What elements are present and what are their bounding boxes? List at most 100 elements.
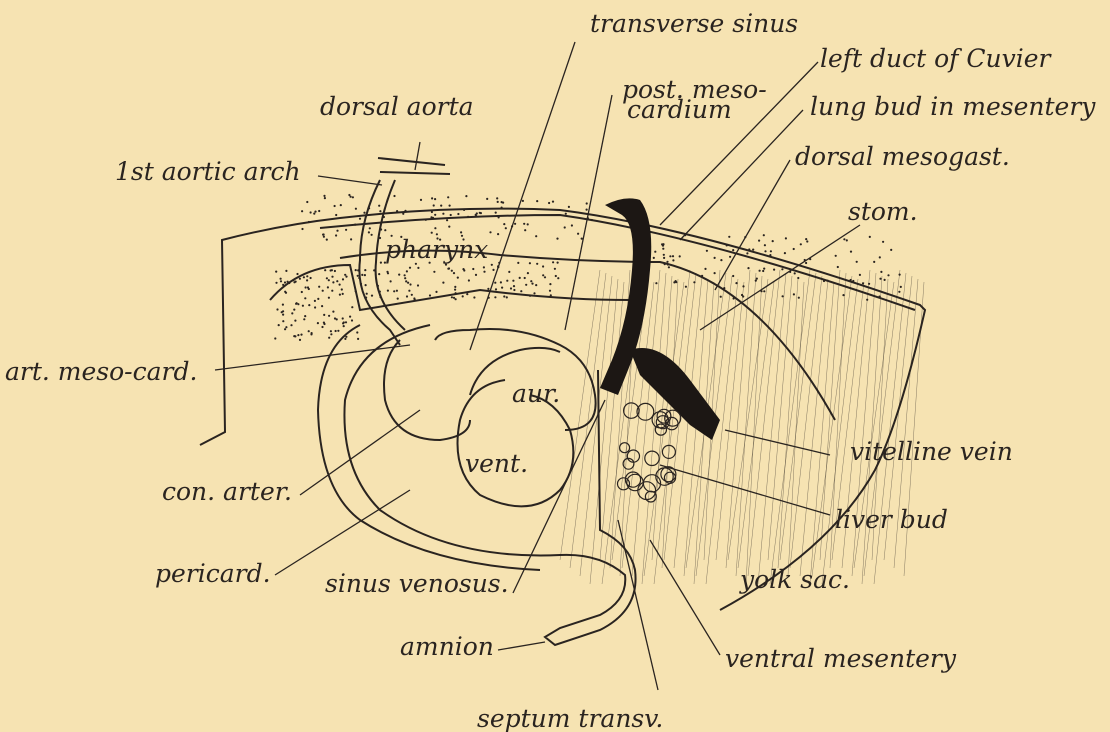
stipple-dot [729, 256, 731, 258]
stipple-dot [759, 270, 761, 272]
label-septum-transv: septum transv. [477, 704, 663, 732]
stipple-dot [295, 281, 297, 283]
stipple-dot [368, 231, 370, 233]
stipple-dot [398, 274, 400, 276]
stipple-dot [434, 198, 436, 200]
stipple-dot [898, 291, 900, 293]
stipple-dot [505, 227, 507, 229]
stipple-dot [755, 280, 757, 282]
stipple-dot [337, 330, 339, 332]
stipple-dot [483, 266, 485, 268]
stipple-dot [457, 277, 459, 279]
stipple-dot [336, 318, 338, 320]
stipple-dot [453, 272, 455, 274]
stipple-dot [345, 229, 347, 231]
stipple-dot [405, 280, 407, 282]
stipple-dot [440, 205, 442, 207]
hatch-line [654, 270, 690, 584]
liver-bud-cells [618, 403, 681, 502]
label-transverse-sinus: transverse sinus [590, 9, 798, 38]
stipple-dot [542, 265, 544, 267]
stipple-dot [308, 304, 310, 306]
hatch-line [748, 270, 780, 576]
stipple-dot [379, 210, 381, 212]
stipple-dot [798, 297, 800, 299]
stipple-dot [508, 271, 510, 273]
hatch-line [788, 282, 804, 576]
stipple-dot [763, 290, 765, 292]
stipple-dot [513, 285, 515, 287]
stipple-dot [342, 317, 344, 319]
stipple-dot [454, 286, 456, 288]
stipple-dot [321, 305, 323, 307]
hatch-line [790, 276, 822, 568]
stipple-dot [393, 195, 395, 197]
stipple-dot [336, 230, 338, 232]
stipple-dot [536, 200, 538, 202]
stipple-dot [483, 271, 485, 273]
stipple-dot [355, 208, 357, 210]
stipple-dot [549, 283, 551, 285]
stipple-dot [344, 274, 346, 276]
stipple-dot [492, 269, 494, 271]
stipple-dot [557, 262, 559, 264]
stipple-dot [341, 288, 343, 290]
conus-arteriosus [384, 340, 470, 440]
stipple-dot [297, 334, 299, 336]
dorsal-aorta-bar-2 [380, 172, 450, 174]
stipple-dot [544, 276, 546, 278]
stipple-dot [350, 238, 352, 240]
stipple-dot [339, 294, 341, 296]
stipple-dot [668, 266, 670, 268]
label-first-aortic-arch: 1st aortic arch [115, 157, 301, 186]
stipple-dot [856, 261, 858, 263]
stipple-dot [806, 240, 808, 242]
stipple-dot [520, 290, 522, 292]
stipple-dot [666, 261, 668, 263]
stipple-dot [900, 286, 902, 288]
stipple-dot [294, 320, 296, 322]
label-stom: stom. [848, 197, 918, 226]
stipple-dot [404, 274, 406, 276]
stipple-dot [747, 267, 749, 269]
stipple-dot [494, 282, 496, 284]
stipple-dot [524, 277, 526, 279]
stipple-dot [859, 274, 861, 276]
stipple-dot [706, 250, 708, 252]
stipple-dot [764, 250, 766, 252]
label-vent: vent. [465, 449, 528, 478]
label-pericard: pericard. [155, 559, 271, 588]
stipple-dot [661, 243, 663, 245]
stipple-dot [330, 333, 332, 335]
stipple-dot [746, 252, 748, 254]
stipple-dot [531, 283, 533, 285]
label-liver-bud: liver bud [835, 505, 948, 534]
stipple-dot [365, 284, 367, 286]
stipple-dot [334, 205, 336, 207]
stipple-dot [352, 196, 354, 198]
stipple-dot [577, 233, 579, 235]
stipple-dot [313, 213, 315, 215]
stipple-dot [342, 322, 344, 324]
stipple-dot [497, 233, 499, 235]
stipple-dot [533, 292, 535, 294]
stipple-dot [497, 201, 499, 203]
stipple-dot [306, 275, 308, 277]
stipple-dot [406, 270, 408, 272]
stipple-dot [387, 290, 389, 292]
stipple-dot [310, 277, 312, 279]
label-left-duct-of-cuvier: left duct of Cuvier [820, 44, 1053, 73]
stipple-dot [494, 296, 496, 298]
stipple-dot [363, 212, 365, 214]
stipple-dot [552, 201, 554, 203]
stipple-dot [475, 274, 477, 276]
stipple-dot [457, 213, 459, 215]
stipple-dot [728, 236, 730, 238]
stipple-dot [386, 271, 388, 273]
stipple-dot [805, 262, 807, 264]
stipple-dot [720, 296, 722, 298]
label-dorsal-aorta: dorsal aorta [320, 92, 474, 121]
stipple-dot [343, 325, 345, 327]
stipple-dot [442, 213, 444, 215]
stipple-dot [331, 276, 333, 278]
